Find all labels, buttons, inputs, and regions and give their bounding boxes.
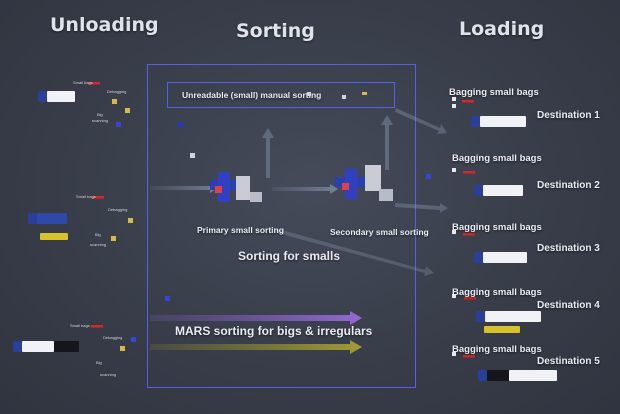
unload-debagging-label: Debagging	[103, 335, 123, 340]
parcel-icon	[116, 122, 121, 127]
unload-scanning-label: scanning	[92, 118, 109, 123]
unload-big-label: Big	[97, 112, 103, 117]
unload-debagging-label: Debagging	[108, 207, 128, 212]
primary-sorting-label: Primary small sorting	[197, 225, 284, 235]
sorting-heading: Sorting	[236, 20, 315, 42]
parcel-icon	[112, 99, 117, 104]
parcel-icon	[111, 236, 116, 241]
parcel-icon	[190, 153, 195, 158]
mars-sorting-label: MARS sorting for bigs & irregulars	[175, 324, 373, 338]
parcel-icon	[452, 352, 456, 356]
destination-3-label: Destination 3	[537, 243, 600, 254]
parcel-icon	[452, 104, 456, 108]
parcel-icon	[452, 230, 456, 234]
sorting-area-frame	[147, 64, 416, 388]
parcel-icon	[362, 92, 367, 95]
unload-small-bags-label: Small bags	[70, 323, 90, 328]
parcel-icon	[131, 337, 136, 342]
unload-big-label: Big	[95, 232, 101, 237]
unload-small-bags-label: Small bags	[76, 194, 96, 199]
loading-heading: Loading	[459, 18, 545, 40]
unload-big-label: Big	[96, 360, 102, 365]
parcel-icon	[342, 95, 346, 99]
parcel-icon	[178, 122, 183, 127]
parcel-icon	[452, 168, 456, 172]
mars-irregulars-arrow	[150, 340, 362, 354]
bagging-label-2: Bagging small bags	[452, 153, 542, 164]
bagging-label-4: Bagging small bags	[452, 287, 542, 298]
secondary-sorting-label: Secondary small sorting	[330, 227, 429, 237]
parcel-icon	[128, 218, 133, 223]
parcel-icon	[452, 97, 456, 101]
secondary-sorter-machine	[335, 165, 395, 205]
destination-1-label: Destination 1	[537, 110, 600, 121]
parcel-icon	[307, 92, 311, 96]
unload-small-bags-label: Small bags	[73, 80, 93, 85]
unload-debagging-label: Debagging	[107, 89, 127, 94]
manual-sorting-label: Unreadable (small) manual sorting	[182, 90, 322, 100]
bagging-label-3: Bagging small bags	[452, 222, 542, 233]
smalls-sorting-label: Sorting for smalls	[238, 249, 341, 263]
manual-sorting-frame	[167, 82, 395, 108]
parcel-icon	[426, 174, 431, 179]
parcel-icon	[125, 108, 130, 113]
unload-scanning-label: scanning	[90, 242, 107, 247]
bagging-label-1: Bagging small bags	[449, 87, 539, 98]
destination-4-label: Destination 4	[537, 300, 600, 311]
unloading-heading: Unloading	[50, 14, 159, 36]
destination-5-label: Destination 5	[537, 356, 600, 367]
unload-scanning-label: scanning	[100, 372, 117, 377]
mars-bigs-arrow	[150, 311, 362, 325]
parcel-icon	[120, 346, 125, 351]
primary-sorter-machine	[210, 172, 262, 208]
destination-2-label: Destination 2	[537, 180, 600, 191]
parcel-icon	[452, 294, 456, 298]
parcel-icon	[165, 296, 170, 301]
bagging-label-5: Bagging small bags	[452, 344, 542, 355]
